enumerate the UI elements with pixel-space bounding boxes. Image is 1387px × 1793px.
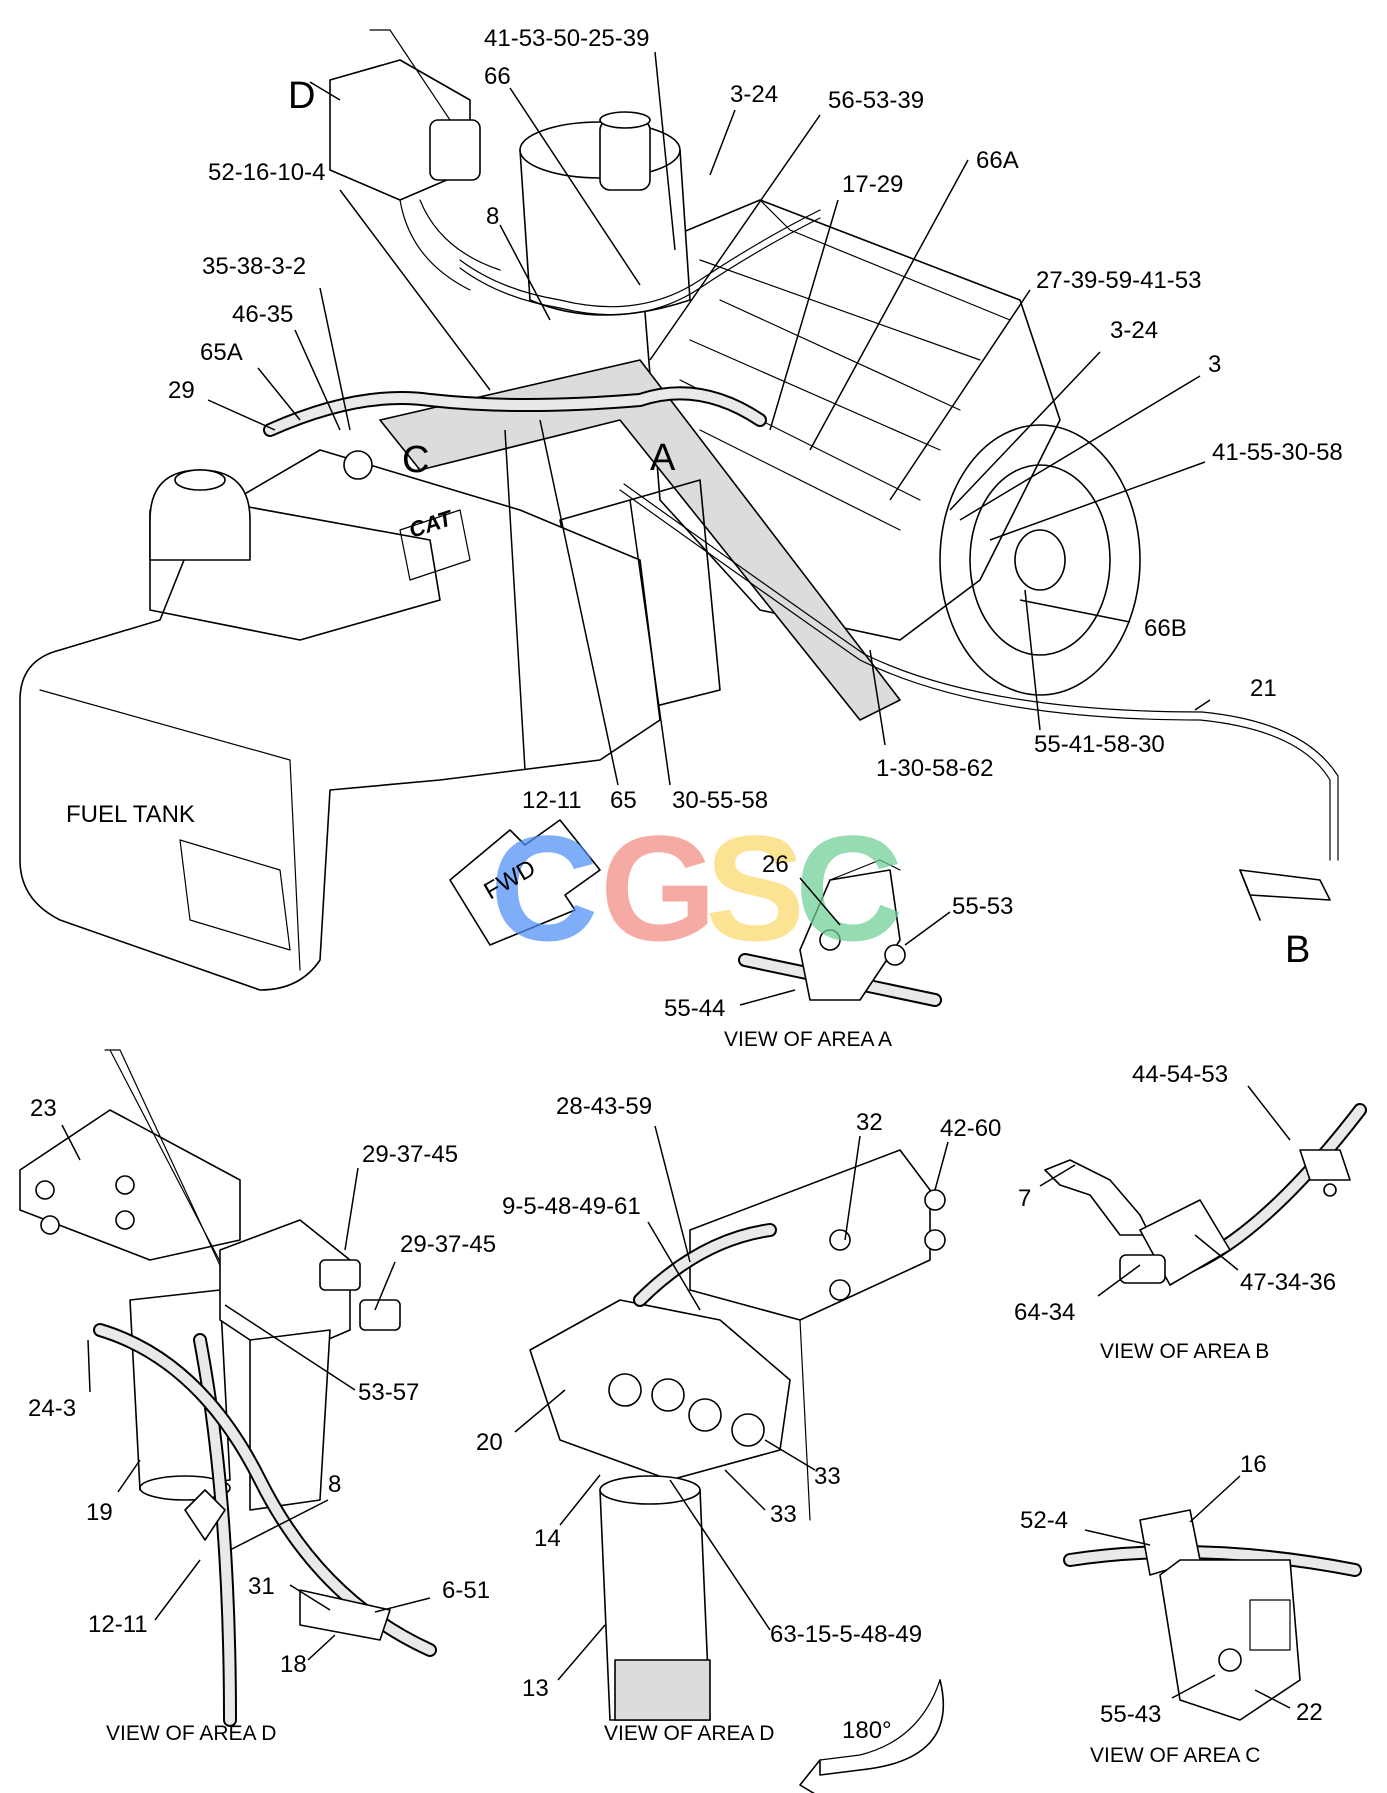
callout-32: 32 bbox=[856, 1109, 883, 1136]
area-letter-c: C bbox=[402, 439, 429, 481]
callout-65a: 65A bbox=[200, 339, 243, 366]
callout-55-44: 55-44 bbox=[664, 995, 725, 1022]
view-a-art bbox=[738, 859, 942, 1007]
fuel-tank-body bbox=[19, 449, 661, 991]
view-b-labels: 44-54-53 7 47-34-36 64-34 VIEW OF AREA B bbox=[1014, 1061, 1336, 1363]
watermark-c1: C bbox=[490, 804, 598, 972]
callout-12-11-left: 12-11 bbox=[88, 1611, 148, 1638]
view-d-center-art bbox=[529, 1149, 946, 1793]
callout-3: 3 bbox=[1208, 351, 1221, 378]
area-b-fitting bbox=[1239, 869, 1331, 901]
callout-1-30-58-62: 1-30-58-62 bbox=[876, 755, 993, 782]
callout-6-51: 6-51 bbox=[442, 1577, 490, 1604]
callout-30-55-58: 30-55-58 bbox=[672, 787, 768, 814]
fwd-arrow bbox=[449, 819, 601, 946]
callout-31: 31 bbox=[248, 1573, 275, 1600]
main-assembly-art bbox=[19, 29, 1339, 991]
callout-29: 29 bbox=[168, 377, 195, 404]
watermark-s: S bbox=[705, 804, 805, 972]
view-d-center-caption: VIEW OF AREA D bbox=[604, 1722, 774, 1745]
callout-20: 20 bbox=[476, 1429, 503, 1456]
rotation-label: 180° bbox=[842, 1717, 892, 1744]
frame-rail bbox=[379, 359, 901, 721]
view-d-left-art bbox=[19, 1049, 437, 1727]
callout-52-16-10-4: 52-16-10-4 bbox=[208, 159, 325, 186]
callout-13: 13 bbox=[522, 1675, 549, 1702]
callout-18: 18 bbox=[280, 1651, 307, 1678]
callout-47-34-36: 47-34-36 bbox=[1240, 1269, 1336, 1296]
callout-8-left: 8 bbox=[328, 1471, 341, 1498]
callout-46-35: 46-35 bbox=[232, 301, 293, 328]
callout-17-29: 17-29 bbox=[842, 171, 903, 198]
view-a-caption: VIEW OF AREA A bbox=[724, 1028, 892, 1051]
callout-66b: 66B bbox=[1144, 615, 1187, 642]
callout-14: 14 bbox=[534, 1525, 561, 1552]
callout-41-53-50-25-39: 41-53-50-25-39 bbox=[484, 25, 649, 52]
callout-3-24-right: 3-24 bbox=[1110, 317, 1158, 344]
callout-42-60: 42-60 bbox=[940, 1115, 1001, 1142]
callout-22: 22 bbox=[1296, 1699, 1323, 1726]
callout-3-24-top: 3-24 bbox=[730, 81, 778, 108]
area-letter-d: D bbox=[288, 75, 315, 117]
callout-16: 16 bbox=[1240, 1451, 1267, 1478]
callout-63-15-5-48-49: 63-15-5-48-49 bbox=[770, 1621, 922, 1648]
callout-7: 7 bbox=[1018, 1185, 1031, 1212]
callout-65: 65 bbox=[610, 787, 637, 814]
callout-8: 8 bbox=[486, 203, 499, 230]
callout-41-55-30-58: 41-55-30-58 bbox=[1212, 439, 1343, 466]
callout-66: 66 bbox=[484, 63, 511, 90]
bracket-22 bbox=[1159, 1559, 1301, 1721]
callout-64-34: 64-34 bbox=[1014, 1299, 1075, 1326]
view-d-left-caption: VIEW OF AREA D bbox=[106, 1722, 276, 1745]
callout-23: 23 bbox=[30, 1095, 57, 1122]
area-letter-b: B bbox=[1285, 929, 1310, 971]
callout-66a: 66A bbox=[976, 147, 1019, 174]
watermark-g: G bbox=[600, 804, 717, 972]
callout-19: 19 bbox=[86, 1499, 113, 1526]
main-leaders bbox=[207, 51, 1211, 786]
callout-33-b: 33 bbox=[770, 1501, 797, 1528]
view-c-art bbox=[1063, 1509, 1362, 1721]
rotation-arrow bbox=[799, 1679, 945, 1793]
callout-29-37-45-a: 29-37-45 bbox=[362, 1141, 458, 1168]
callout-12-11-main: 12-11 bbox=[522, 787, 582, 814]
callout-35-38-3-2: 35-38-3-2 bbox=[202, 253, 306, 280]
engine-block bbox=[639, 199, 1061, 641]
mount-bracket-center bbox=[689, 1149, 931, 1321]
view-c-caption: VIEW OF AREA C bbox=[1090, 1744, 1260, 1767]
view-b-art bbox=[1044, 1103, 1367, 1286]
view-a-labels: 26 55-53 55-44 VIEW OF AREA A bbox=[664, 851, 1013, 1051]
valve-handle-7 bbox=[1044, 1159, 1151, 1236]
view-c-labels: 16 52-4 55-43 22 VIEW OF AREA C bbox=[1020, 1451, 1323, 1767]
view-d-left-labels: 23 29-37-45 29-37-45 24-3 53-57 19 8 12-… bbox=[28, 1095, 496, 1745]
callout-55-43: 55-43 bbox=[1100, 1701, 1161, 1728]
area-letter-a: A bbox=[650, 437, 676, 479]
callout-27-39-59-41-53: 27-39-59-41-53 bbox=[1036, 267, 1201, 294]
fuel-tank-label: FUEL TANK bbox=[66, 801, 195, 828]
callout-55-53: 55-53 bbox=[952, 893, 1013, 920]
filter-head-left bbox=[219, 1219, 351, 1361]
callout-24-3: 24-3 bbox=[28, 1395, 76, 1422]
callout-9-5-48-49-61: 9-5-48-49-61 bbox=[502, 1193, 641, 1220]
callout-55-41-58-30: 55-41-58-30 bbox=[1034, 731, 1165, 758]
callout-33-a: 33 bbox=[814, 1463, 841, 1490]
callout-21: 21 bbox=[1250, 675, 1277, 702]
watermark: C G S C bbox=[490, 804, 903, 972]
callout-44-54-53: 44-54-53 bbox=[1132, 1061, 1228, 1088]
flywheel bbox=[939, 424, 1141, 696]
callout-26: 26 bbox=[762, 851, 789, 878]
fuel-hose-return bbox=[619, 489, 1331, 861]
view-d-center-labels: 28-43-59 32 42-60 9-5-48-49-61 20 33 33 … bbox=[476, 1093, 1001, 1745]
callout-29-37-45-b: 29-37-45 bbox=[400, 1231, 496, 1258]
view-b-caption: VIEW OF AREA B bbox=[1100, 1340, 1269, 1363]
callout-56-53-39: 56-53-39 bbox=[828, 87, 924, 114]
watermark-c2: C bbox=[795, 804, 903, 972]
callout-53-57: 53-57 bbox=[358, 1379, 419, 1406]
callout-28-43-59: 28-43-59 bbox=[556, 1093, 652, 1120]
callout-52-4: 52-4 bbox=[1020, 1507, 1068, 1534]
